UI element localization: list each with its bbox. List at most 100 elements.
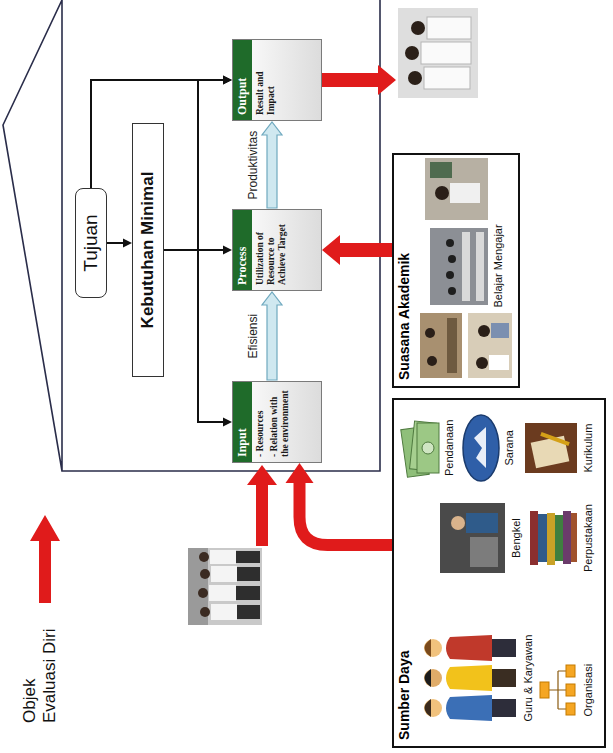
person-pants [236, 586, 260, 600]
workshop-photo [440, 503, 505, 573]
person-head [424, 639, 442, 657]
person-head [199, 552, 209, 562]
person-shirt [491, 323, 509, 338]
org-box [566, 703, 575, 715]
book [547, 513, 555, 565]
box-heading: Input [233, 382, 252, 462]
process-box: OutputResult and Impact [232, 39, 322, 121]
person-shirt [489, 355, 509, 370]
panel-title: Sumber Daya [394, 645, 414, 746]
photo-ground [425, 158, 488, 220]
person-head [448, 287, 456, 295]
connector [107, 239, 132, 248]
photo-ground [188, 548, 262, 625]
person-shirt [209, 585, 236, 601]
book [538, 514, 547, 562]
org-box [540, 682, 549, 698]
person-head [446, 239, 454, 247]
photo-ground [398, 8, 478, 98]
person-legs [488, 699, 516, 717]
person-head [200, 569, 210, 579]
person-head [200, 607, 210, 617]
box-body: Result and Impact [252, 40, 277, 120]
edge-label: Produktivitas [246, 129, 260, 202]
person-head [446, 271, 454, 279]
photo-machine [470, 537, 498, 567]
item-label: Pendanaan [443, 420, 456, 476]
person-shirt [427, 17, 471, 39]
person-shirt [424, 67, 470, 89]
person-suit [446, 695, 492, 721]
book [555, 515, 563, 561]
curriculum-photo [525, 423, 577, 473]
person-head [435, 186, 449, 200]
person-head [427, 356, 437, 366]
person-pants [237, 605, 260, 619]
staff-illustration [424, 635, 516, 721]
person-head [478, 325, 490, 337]
book [563, 511, 571, 564]
connector [164, 76, 232, 251]
org-box [566, 684, 575, 696]
arrow-head [223, 246, 232, 255]
person-shirt [466, 513, 498, 533]
photo-ground [525, 423, 577, 473]
box-heading: Output [233, 40, 252, 120]
person-hair [425, 639, 432, 657]
person-head [448, 255, 456, 263]
red-arrow [322, 235, 392, 265]
person-head [476, 357, 488, 369]
person-head [405, 46, 419, 60]
person-head [411, 21, 425, 35]
item-label: Guru & Karyawan [522, 635, 535, 722]
diagram-heading: Objek Evaluasi Diri [20, 615, 60, 723]
banknote [417, 423, 439, 473]
requirement-box: Kebutuhan Minimal [132, 123, 164, 377]
person-suit [446, 635, 492, 661]
item-label: Bengkel [510, 518, 523, 558]
house-outline [3, 0, 380, 471]
group-photo [188, 548, 262, 625]
arrow-head [223, 76, 232, 85]
person-hair [425, 699, 432, 717]
book [571, 513, 577, 562]
person-head [424, 669, 442, 687]
panel-title: Suasana Akademik [394, 247, 414, 386]
connector-line [164, 80, 223, 250]
red-arrow [322, 65, 396, 95]
person-shirt [421, 42, 471, 64]
connector [164, 250, 232, 427]
arrow-head [223, 418, 232, 427]
person-shirt [450, 183, 480, 203]
item-label: Perpustakaan [582, 504, 595, 572]
person-legs [488, 669, 516, 687]
facility-building [474, 427, 486, 468]
person-pants [236, 551, 260, 563]
book [530, 511, 538, 565]
box-text: Kebutuhan Minimal [138, 172, 158, 329]
photo-desks [462, 232, 470, 301]
connector [322, 235, 392, 265]
box-heading: Process [233, 210, 252, 290]
classroom-photo [420, 158, 512, 378]
box-body: - Resources [252, 382, 266, 462]
edge-label: Efisiensi [246, 312, 260, 361]
goal-box: Tujuan [75, 188, 107, 298]
connector [262, 292, 282, 380]
person-hair [425, 669, 432, 687]
item-label: Belajar Mengajar [492, 224, 505, 307]
arrow-head [286, 463, 314, 483]
red-arrow [30, 515, 60, 603]
person-head [408, 71, 422, 85]
red-curved-arrow [300, 482, 393, 545]
photo-desks [476, 232, 484, 301]
person-head [451, 516, 465, 530]
person-head [425, 328, 435, 338]
connector [262, 122, 282, 208]
resource-panel: Sumber Daya [392, 398, 606, 748]
item-label: Kurikulum [582, 424, 595, 473]
org-lines [549, 671, 566, 709]
person-shirt [210, 550, 236, 564]
connector-line [164, 250, 223, 422]
facility-photo [463, 415, 499, 481]
